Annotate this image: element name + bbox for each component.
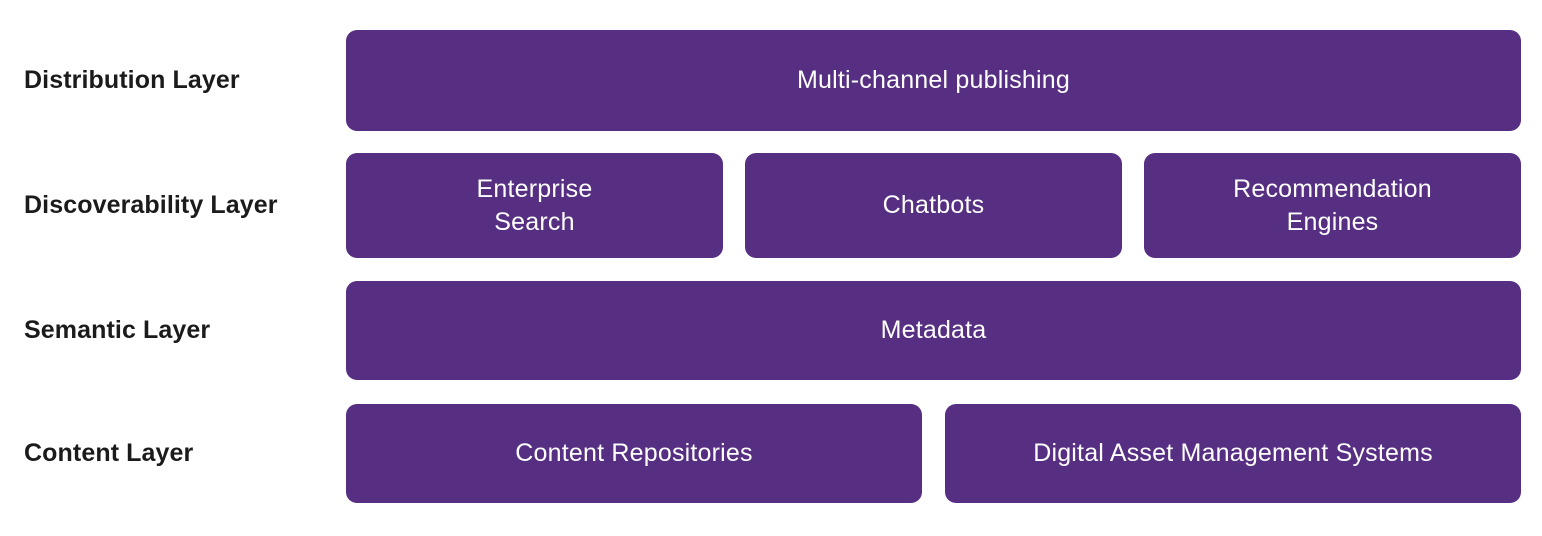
node-box-digital-asset-management-systems[interactable]: Digital Asset Management Systems bbox=[945, 404, 1521, 503]
layer-boxes-distribution: Multi-channel publishing bbox=[346, 30, 1521, 131]
node-box-content-repositories[interactable]: Content Repositories bbox=[346, 404, 922, 503]
layer-boxes-content: Content Repositories Digital Asset Manag… bbox=[346, 404, 1521, 503]
layer-row-distribution: Distribution Layer Multi-channel publish… bbox=[0, 30, 1542, 131]
layer-label-content: Content Layer bbox=[24, 439, 194, 468]
node-box-metadata[interactable]: Metadata bbox=[346, 281, 1521, 380]
layer-row-discoverability: Discoverability Layer Enterprise Search … bbox=[0, 153, 1542, 258]
layer-boxes-semantic: Metadata bbox=[346, 281, 1521, 380]
layer-boxes-discoverability: Enterprise Search Chatbots Recommendatio… bbox=[346, 153, 1521, 258]
node-box-chatbots[interactable]: Chatbots bbox=[745, 153, 1122, 258]
layer-label-semantic: Semantic Layer bbox=[24, 316, 211, 345]
node-box-enterprise-search[interactable]: Enterprise Search bbox=[346, 153, 723, 258]
node-box-multi-channel-publishing[interactable]: Multi-channel publishing bbox=[346, 30, 1521, 131]
layer-row-semantic: Semantic Layer Metadata bbox=[0, 281, 1542, 380]
layer-label-distribution: Distribution Layer bbox=[24, 66, 240, 95]
layer-label-discoverability: Discoverability Layer bbox=[24, 191, 278, 220]
layer-row-content: Content Layer Content Repositories Digit… bbox=[0, 404, 1542, 503]
node-box-recommendation-engines[interactable]: Recommendation Engines bbox=[1144, 153, 1521, 258]
